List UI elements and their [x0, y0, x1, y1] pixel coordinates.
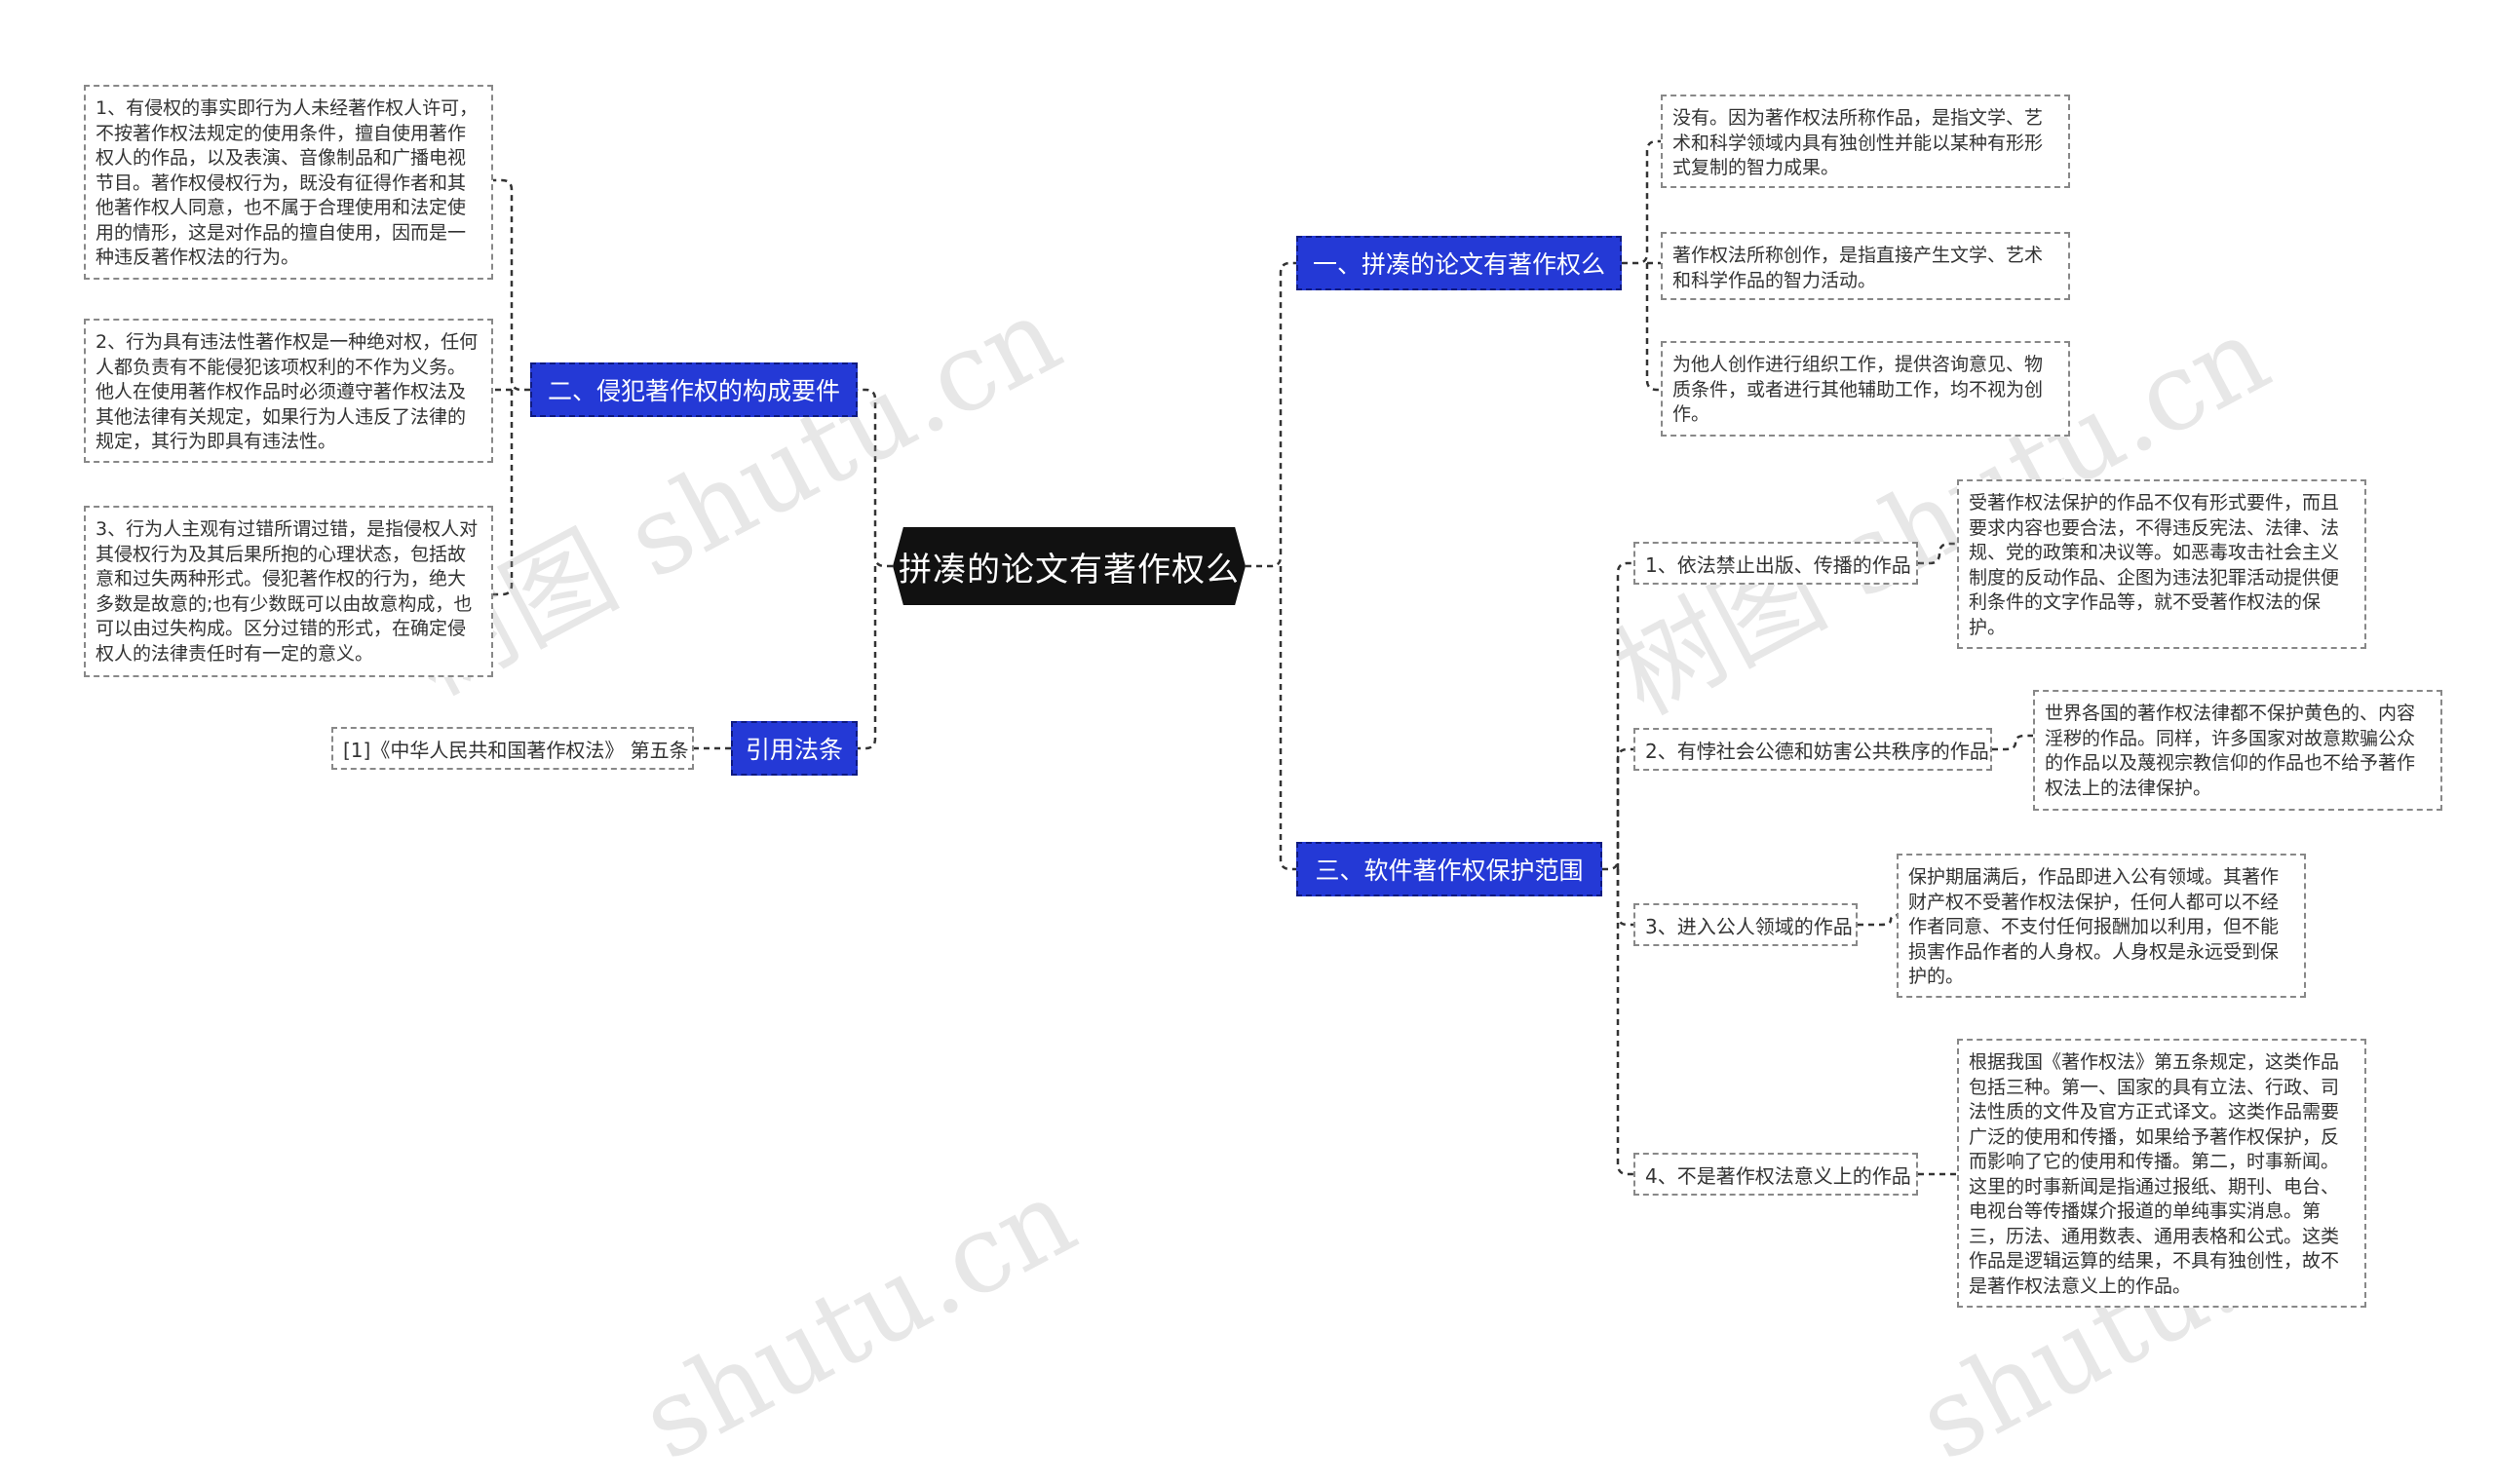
- sub-node[interactable]: 4、不是著作权法意义上的作品: [1633, 1153, 1918, 1196]
- leaf-node[interactable]: 为他人创作进行组织工作，提供咨询意见、物质条件，或者进行其他辅助工作，均不视为创…: [1661, 341, 2070, 437]
- edge-b3-s2: [1616, 747, 1633, 869]
- edge-root-b4: [858, 566, 877, 750]
- sub-node[interactable]: 2、有悖社会公德和妨害公共秩序的作品: [1633, 728, 1992, 771]
- edge-b2-l1: [492, 178, 530, 392]
- leaf-node[interactable]: 世界各国的著作权法律都不保护黄色的、内容淫秽的作品。同样，许多国家对故意欺骗公众…: [2033, 690, 2442, 811]
- edge-b3-s1: [1602, 561, 1633, 871]
- branch-copyright-of-compiled-paper[interactable]: 一、拼凑的论文有著作权么: [1296, 236, 1622, 290]
- leaf-node[interactable]: [1]《中华人民共和国著作权法》 第五条: [331, 727, 694, 770]
- edge-s1-leaf: [1918, 542, 1957, 565]
- leaf-node[interactable]: 著作权法所称创作，是指直接产生文学、艺术和科学作品的智力活动。: [1661, 232, 2070, 300]
- branch-infringement-elements[interactable]: 二、侵犯著作权的构成要件: [530, 362, 858, 417]
- edge-b1-l1: [1622, 139, 1661, 265]
- leaf-node[interactable]: 没有。因为著作权法所称作品，是指文学、艺术和科学领域内具有独创性并能以某种有形形…: [1661, 95, 2070, 188]
- leaf-node[interactable]: 根据我国《著作权法》第五条规定，这类作品包括三种。第一、国家的具有立法、行政、司…: [1957, 1039, 2366, 1308]
- connector-lines: [492, 139, 2033, 1176]
- edge-s3-leaf: [1858, 913, 1901, 927]
- branch-cited-law[interactable]: 引用法条: [731, 721, 858, 776]
- edge-root-b2: [858, 388, 893, 568]
- edge-b1-l3: [1645, 263, 1661, 392]
- edge-b2-l3: [492, 390, 514, 596]
- leaf-node[interactable]: 3、行为人主观有过错所谓过错，是指侵权人对其侵权行为及其后果所抱的心理状态，包括…: [84, 506, 493, 677]
- edge-s2-leaf: [1992, 734, 2033, 751]
- edge-b3-s3: [1616, 869, 1633, 927]
- leaf-node[interactable]: 受著作权法保护的作品不仅有形式要件，而且要求内容也要合法，不得违反宪法、法律、法…: [1957, 479, 2366, 649]
- edge-root-b1: [1246, 261, 1306, 568]
- sub-node[interactable]: 1、依法禁止出版、传播的作品: [1633, 542, 1918, 585]
- leaf-node[interactable]: 2、行为具有违法性著作权是一种绝对权，任何人都负责有不能侵犯该项权利的不作为义务…: [84, 319, 493, 463]
- root-node[interactable]: 拼凑的论文有著作权么: [893, 527, 1246, 605]
- branch-software-copyright-scope[interactable]: 三、软件著作权保护范围: [1296, 842, 1602, 896]
- leaf-node[interactable]: 1、有侵权的事实即行为人未经著作权人许可，不按著作权法规定的使用条件，擅自使用著…: [84, 85, 493, 280]
- edge-b3-s4: [1616, 869, 1633, 1176]
- sub-node[interactable]: 3、进入公人领域的作品: [1633, 903, 1858, 946]
- leaf-node[interactable]: 保护期届满后，作品即进入公有领域。其著作财产权不受著作权法保护，任何人都可以不经…: [1897, 854, 2306, 998]
- edge-root-b3: [1279, 566, 1306, 871]
